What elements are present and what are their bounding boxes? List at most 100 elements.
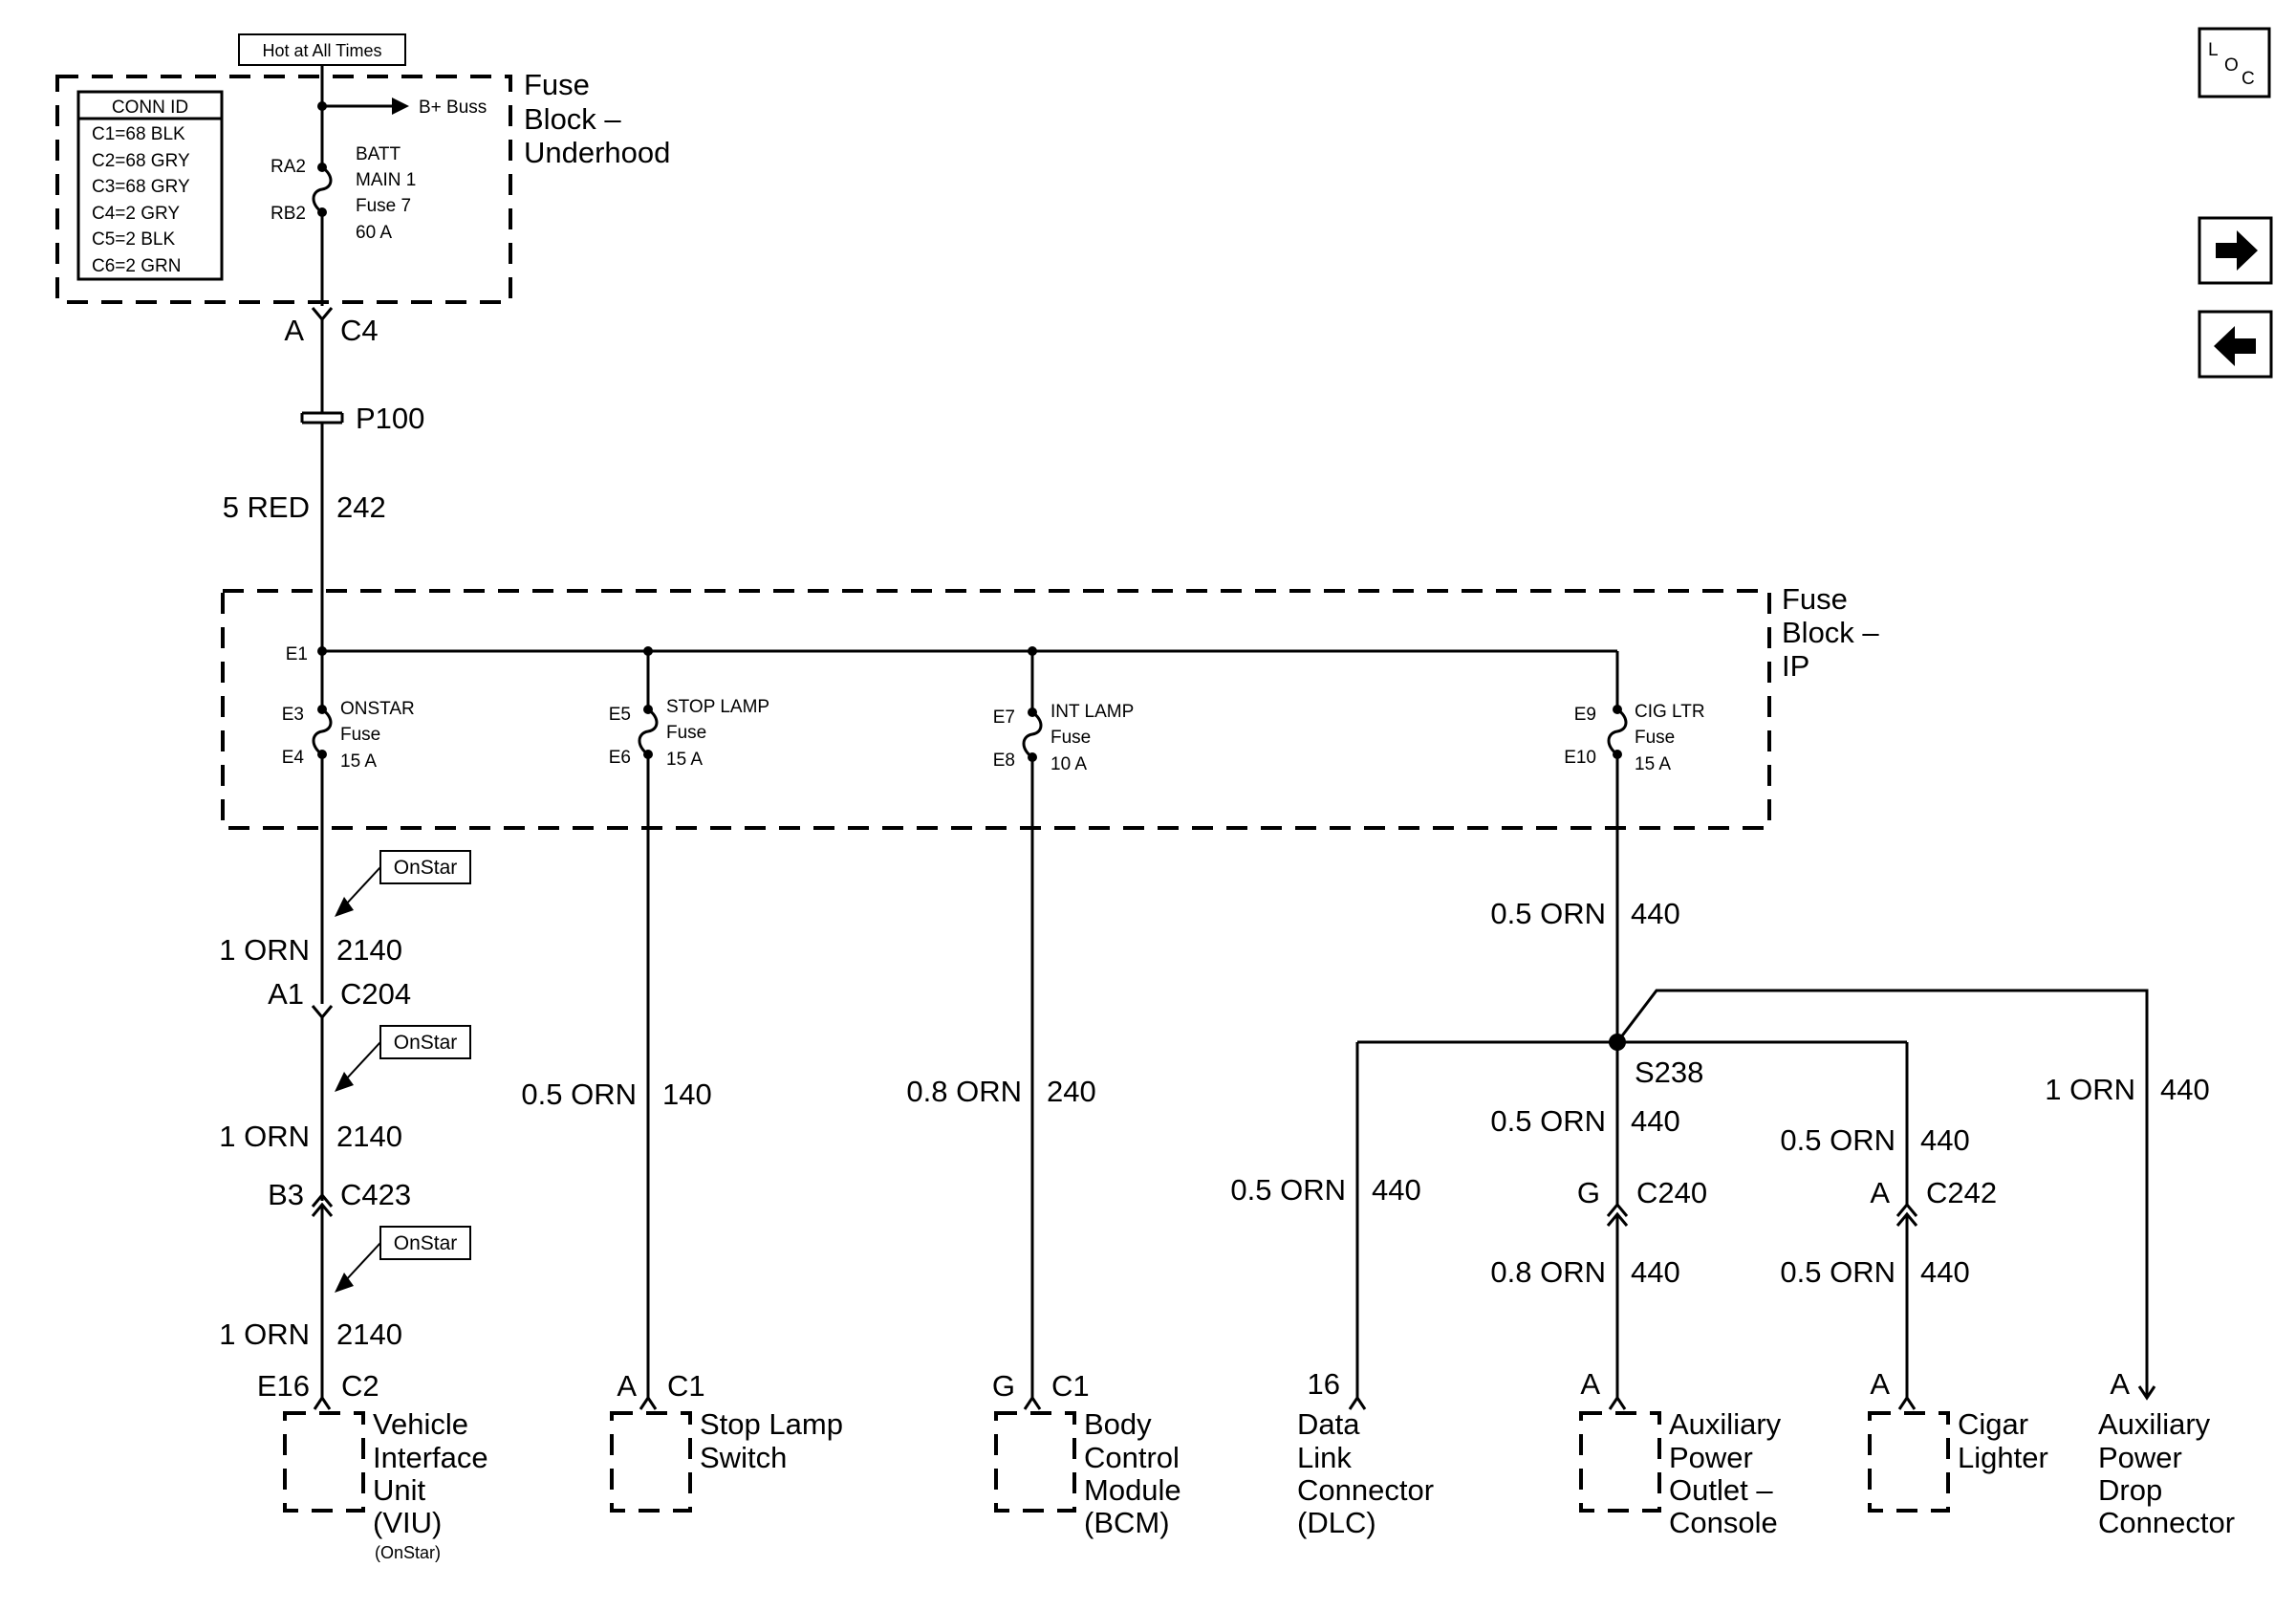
- fuse-label: Fuse: [1051, 728, 1091, 748]
- p100-label: P100: [356, 402, 424, 435]
- component-label: (DLC): [1297, 1506, 1376, 1539]
- connector-c242-symbol: [1895, 1202, 1918, 1217]
- svg-text:C: C: [2242, 69, 2255, 89]
- component-label: (BCM): [1084, 1506, 1170, 1539]
- cig-ltr-fuse: E9 E10 CIG LTR Fuse 15 A: [1564, 702, 1704, 774]
- aux-drop-wire: [1615, 989, 2149, 1398]
- wire-circuit: 440: [1920, 1255, 1970, 1289]
- onstar-option-tag: OnStar: [335, 1226, 471, 1293]
- wire-circuit: 242: [336, 490, 386, 524]
- stop-lamp-fuse-icon: [638, 708, 659, 756]
- wire-circuit: 140: [662, 1078, 712, 1111]
- int-lamp-fuse-icon: [1022, 710, 1043, 759]
- fuse-pin-out: RB2: [271, 204, 306, 224]
- component-label: Auxiliary: [1669, 1407, 1782, 1441]
- component-label: Module: [1084, 1473, 1181, 1507]
- b-plus-buss-arrow-icon: [392, 98, 409, 115]
- hot-at-all-times-label: Hot at All Times: [262, 41, 381, 60]
- wire-circuit: 440: [1920, 1123, 1970, 1157]
- fuse-block-ip-name-2: Block –: [1782, 616, 1879, 649]
- component-label: (VIU): [373, 1506, 442, 1539]
- component-label: Switch: [700, 1441, 787, 1474]
- fuse-pin-in: E3: [282, 705, 304, 725]
- connector-c240-symbol: [1606, 1202, 1629, 1217]
- prev-page-button[interactable]: [2198, 310, 2273, 379]
- bcm-connector-symbol: [1023, 1395, 1042, 1410]
- fuse-label: CIG LTR: [1635, 702, 1705, 722]
- fuse-label: 15 A: [666, 750, 703, 770]
- batt-fuse-label: 60 A: [356, 223, 392, 243]
- fuse-label: Fuse: [666, 723, 706, 743]
- fuse-label: 15 A: [1635, 754, 1671, 774]
- onstar-option-tag: OnStar: [335, 850, 471, 917]
- aux-outlet-connector-symbol: [1608, 1395, 1627, 1410]
- fuse-block-ip-name-3: IP: [1782, 649, 1809, 683]
- connector-pin: G: [1577, 1176, 1600, 1209]
- connector-pin: A: [1870, 1367, 1890, 1401]
- connector-id: C240: [1636, 1176, 1707, 1209]
- connector-c4-symbol: [311, 307, 334, 322]
- fuse-label: STOP LAMP: [666, 697, 769, 717]
- cigar-lighter-component: [1868, 1411, 1950, 1513]
- conn-id-row: C6=2 GRN: [92, 256, 181, 276]
- wire-size: 0.5 ORN: [1230, 1173, 1346, 1207]
- component-label: Data: [1297, 1407, 1360, 1441]
- svg-text:OnStar: OnStar: [394, 857, 458, 879]
- aux-power-outlet-component: [1579, 1411, 1661, 1513]
- fuse-label: 15 A: [340, 751, 377, 772]
- fuse-pin-out: E10: [1564, 748, 1596, 768]
- component-label: Outlet –: [1669, 1473, 1773, 1507]
- wire-circuit: 440: [1631, 897, 1680, 930]
- conn-id-row: C1=68 BLK: [92, 124, 185, 144]
- p100-grommet-icon: [300, 411, 344, 425]
- component-label: Power: [2098, 1441, 2182, 1474]
- svg-text:OnStar: OnStar: [394, 1232, 458, 1254]
- connector-pin: E16: [257, 1369, 310, 1403]
- component-label: Interface: [373, 1441, 488, 1474]
- connector-id: C423: [340, 1178, 411, 1211]
- batt-fuse-label: BATT: [356, 144, 401, 164]
- connector-id: C2: [341, 1369, 379, 1403]
- fuse-label: Fuse: [1635, 728, 1675, 748]
- fuse-pin-out: E4: [282, 748, 305, 768]
- component-label: Drop: [2098, 1473, 2162, 1507]
- component-label: Cigar: [1958, 1407, 2028, 1441]
- fuse-block-underhood-name-3: Underhood: [524, 136, 670, 169]
- wire-size: 1 ORN: [219, 933, 310, 967]
- bcm-component: [994, 1411, 1076, 1513]
- component-label: Console: [1669, 1506, 1778, 1539]
- component-label: Connector: [1297, 1473, 1434, 1507]
- conn-id-row: C3=68 GRY: [92, 177, 190, 197]
- onstar-fuse-icon: [312, 708, 333, 756]
- wire-circuit: 440: [1372, 1173, 1421, 1207]
- wire-circuit: 440: [2160, 1073, 2210, 1106]
- viu-connector-symbol: [313, 1395, 332, 1410]
- wire-circuit: 440: [1631, 1104, 1680, 1138]
- connector-id: C1: [1051, 1369, 1090, 1403]
- wire-size: 0.5 ORN: [1780, 1255, 1895, 1289]
- aux-drop-connector-symbol: [2137, 1385, 2156, 1401]
- next-page-button[interactable]: [2198, 216, 2273, 285]
- stop-lamp-switch-component: [610, 1411, 692, 1513]
- conn-id-table: CONN ID C1=68 BLK C2=68 GRY C3=68 GRY C4…: [76, 90, 224, 281]
- fuse-pin-in: E7: [993, 708, 1015, 728]
- connector-pin: 16: [1308, 1367, 1340, 1401]
- fuse-block-underhood-name-2: Block –: [524, 102, 621, 136]
- connector-id: C1: [667, 1369, 705, 1403]
- fuse-label: 10 A: [1051, 754, 1087, 774]
- conn-id-row: C2=68 GRY: [92, 151, 190, 171]
- component-label: Auxiliary: [2098, 1407, 2211, 1441]
- onstar-fuse: E3 E4 ONSTAR Fuse 15 A: [282, 651, 415, 772]
- dlc-connector-symbol: [1348, 1395, 1367, 1410]
- fuse-label: ONSTAR: [340, 699, 415, 719]
- component-label: Vehicle: [373, 1407, 468, 1441]
- onstar-option-tag: OnStar: [335, 1025, 471, 1092]
- loc-icon[interactable]: L O C: [2198, 27, 2271, 98]
- fuse-pin-out: E8: [993, 751, 1015, 771]
- cig-ltr-fuse-icon: [1607, 708, 1628, 756]
- connector-c4-id: C4: [340, 314, 379, 347]
- batt-fuse-icon: [312, 165, 333, 214]
- wire-circuit: 240: [1047, 1075, 1096, 1108]
- connector-pin: A: [2110, 1367, 2130, 1401]
